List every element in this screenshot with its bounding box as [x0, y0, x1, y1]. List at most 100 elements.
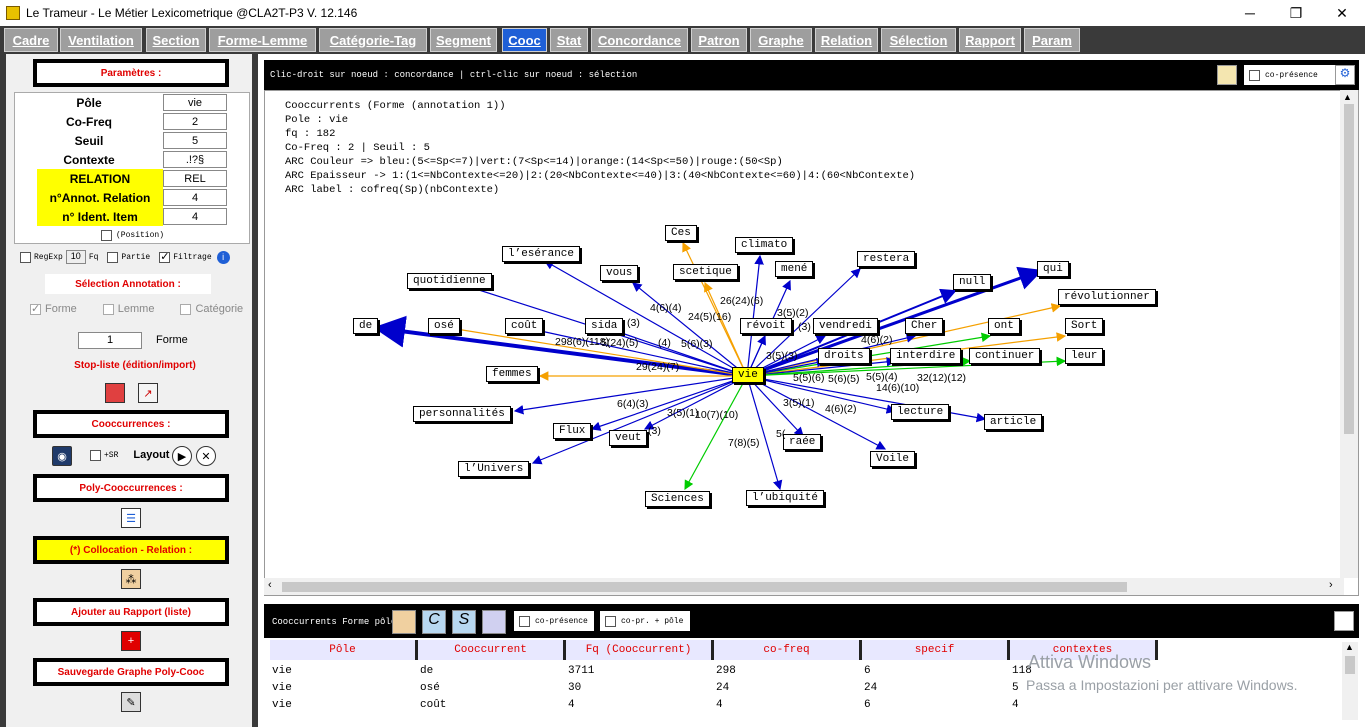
grid-icon[interactable]	[1217, 65, 1237, 85]
col-header-contextes[interactable]: contextes	[1010, 640, 1158, 660]
annotation-number-input[interactable]: 1	[78, 332, 142, 349]
graph-node[interactable]: article	[984, 414, 1043, 430]
graph-node[interactable]: vous	[600, 265, 639, 281]
table-s-icon[interactable]: S	[452, 610, 476, 634]
graph-node[interactable]: mené	[775, 261, 814, 277]
cooc-run-icon[interactable]: ◉	[52, 446, 72, 466]
collocation-graph-icon[interactable]: ⁂	[121, 569, 141, 589]
tab-graphe[interactable]: Graphe	[750, 28, 812, 52]
graph-node[interactable]: vendredi	[813, 318, 878, 334]
col-header-pole[interactable]: Pôle	[270, 640, 418, 660]
table-scroll-up-icon[interactable]: ▲	[1345, 642, 1354, 652]
param-contexte-input[interactable]: .!?§	[163, 151, 227, 168]
tab-stat[interactable]: Stat	[550, 28, 588, 52]
graph-node[interactable]: de	[353, 318, 379, 334]
param-ident-item-input[interactable]: 4	[163, 208, 227, 225]
graph-node[interactable]: l’esérance	[502, 246, 581, 262]
table-scroll-thumb[interactable]	[1345, 656, 1355, 674]
graph-node[interactable]: Voile	[870, 451, 916, 467]
graph-node[interactable]: interdire	[890, 348, 962, 364]
graph-copresence-checkbox[interactable]	[1249, 69, 1260, 81]
col-header-specif[interactable]: specif	[862, 640, 1010, 660]
param-seuil-input[interactable]: 5	[163, 132, 227, 149]
graph-node[interactable]: Flux	[553, 423, 592, 439]
graph-node[interactable]: restera	[857, 251, 916, 267]
graph-node[interactable]: continuer	[969, 348, 1041, 364]
partie-checkbox[interactable]	[107, 251, 119, 263]
graph-node[interactable]: lecture	[891, 404, 950, 420]
param-cofreq-input[interactable]: 2	[163, 113, 227, 130]
horizontal-scroll-thumb[interactable]	[282, 582, 1127, 592]
regexp-value-input[interactable]: 10	[65, 250, 86, 264]
tab-rapport[interactable]: Rapport	[959, 28, 1021, 52]
close-button[interactable]: ✕	[1336, 4, 1348, 21]
layout-stop-icon[interactable]: ✕	[196, 446, 216, 466]
graph-node[interactable]: veut	[609, 430, 648, 446]
graph-node[interactable]: droits	[818, 348, 870, 364]
tab-param[interactable]: Param	[1024, 28, 1080, 52]
graph-node[interactable]: quotidienne	[407, 273, 492, 289]
stoplist-import-icon[interactable]: ↗	[138, 383, 158, 403]
graph-node[interactable]: femmes	[486, 366, 538, 382]
graph-node[interactable]: Sciences	[645, 491, 710, 507]
info-icon[interactable]: i	[216, 250, 230, 264]
graph-node[interactable]: l’ubiquité	[746, 490, 825, 506]
scroll-right-icon[interactable]: ›	[1329, 579, 1333, 591]
graph-node[interactable]: null	[953, 274, 992, 290]
scroll-up-icon[interactable]: ▲	[1343, 92, 1352, 102]
tab-categorie-tag[interactable]: Catégorie-Tag	[319, 28, 427, 52]
sr-checkbox[interactable]	[90, 449, 101, 461]
forme-checkbox[interactable]	[30, 302, 41, 315]
table-c-icon[interactable]: C	[422, 610, 446, 634]
tab-cadre[interactable]: Cadre	[4, 28, 58, 52]
graph-node[interactable]: climato	[735, 237, 794, 253]
col-header-cooccurrent[interactable]: Cooccurrent	[418, 640, 566, 660]
col-header-fq[interactable]: Fq (Cooccurrent)	[566, 640, 714, 660]
regexp-checkbox[interactable]	[20, 251, 31, 263]
param-pole-input[interactable]: vie	[163, 94, 227, 111]
filtrage-checkbox[interactable]	[159, 250, 171, 263]
graph-node[interactable]: personnalités	[413, 406, 511, 422]
graph-node[interactable]: Ces	[665, 225, 697, 241]
export-table-icon[interactable]	[1334, 611, 1354, 631]
graph-horizontal-scrollbar[interactable]: ‹ ›	[264, 578, 1344, 595]
scroll-left-icon[interactable]: ‹	[268, 579, 272, 591]
tab-ventilation[interactable]: Ventilation	[60, 28, 142, 52]
tab-segment[interactable]: Segment	[430, 28, 497, 52]
param-relation-input[interactable]: REL	[163, 170, 227, 187]
table-copresence-checkbox[interactable]	[519, 615, 530, 627]
vertical-scroll-thumb[interactable]	[1344, 104, 1354, 434]
stoplist-edit-icon[interactable]	[105, 383, 125, 403]
table-copr-pole-checkbox[interactable]	[605, 615, 616, 627]
tab-concordance[interactable]: Concordance	[591, 28, 688, 52]
col-header-cofreq[interactable]: co-freq	[714, 640, 862, 660]
graph-node[interactable]: l’Univers	[458, 461, 530, 477]
lemme-checkbox[interactable]	[102, 303, 114, 315]
graph-node[interactable]: coût	[505, 318, 544, 334]
graph-node[interactable]: raée	[783, 434, 822, 450]
graph-node[interactable]: osé	[428, 318, 460, 334]
graph-node[interactable]: ont	[988, 318, 1020, 334]
graph-node[interactable]: révoit	[740, 318, 792, 334]
tab-cooc[interactable]: Cooc	[502, 28, 547, 52]
graph-node[interactable]: sida	[585, 318, 624, 334]
tab-relation[interactable]: Relation	[815, 28, 878, 52]
graph-node-pole[interactable]: vie	[732, 367, 764, 383]
graph-pane[interactable]: Cooccurrents (Forme (annotation 1))Pole …	[264, 90, 1359, 596]
graph-node[interactable]: qui	[1037, 261, 1069, 277]
table-grid-icon[interactable]	[482, 610, 506, 634]
save-graph-icon[interactable]: ✎	[121, 692, 141, 712]
maximize-button[interactable]: ❐	[1289, 4, 1303, 21]
graph-node[interactable]: révolutionner	[1058, 289, 1156, 305]
position-checkbox[interactable]	[101, 230, 112, 241]
export-graph-icon[interactable]: ⚙	[1335, 65, 1355, 85]
table-vertical-scrollbar[interactable]: ▲	[1342, 642, 1358, 720]
graph-node[interactable]: leur	[1065, 348, 1104, 364]
add-report-icon[interactable]: +	[121, 631, 141, 651]
tab-patron[interactable]: Patron	[691, 28, 747, 52]
graph-vertical-scrollbar[interactable]: ▲	[1340, 90, 1358, 578]
graph-node[interactable]: Sort	[1065, 318, 1104, 334]
graph-node[interactable]: scetique	[673, 264, 738, 280]
table-chart-icon[interactable]	[392, 610, 416, 634]
minimize-button[interactable]: ─	[1245, 5, 1255, 21]
